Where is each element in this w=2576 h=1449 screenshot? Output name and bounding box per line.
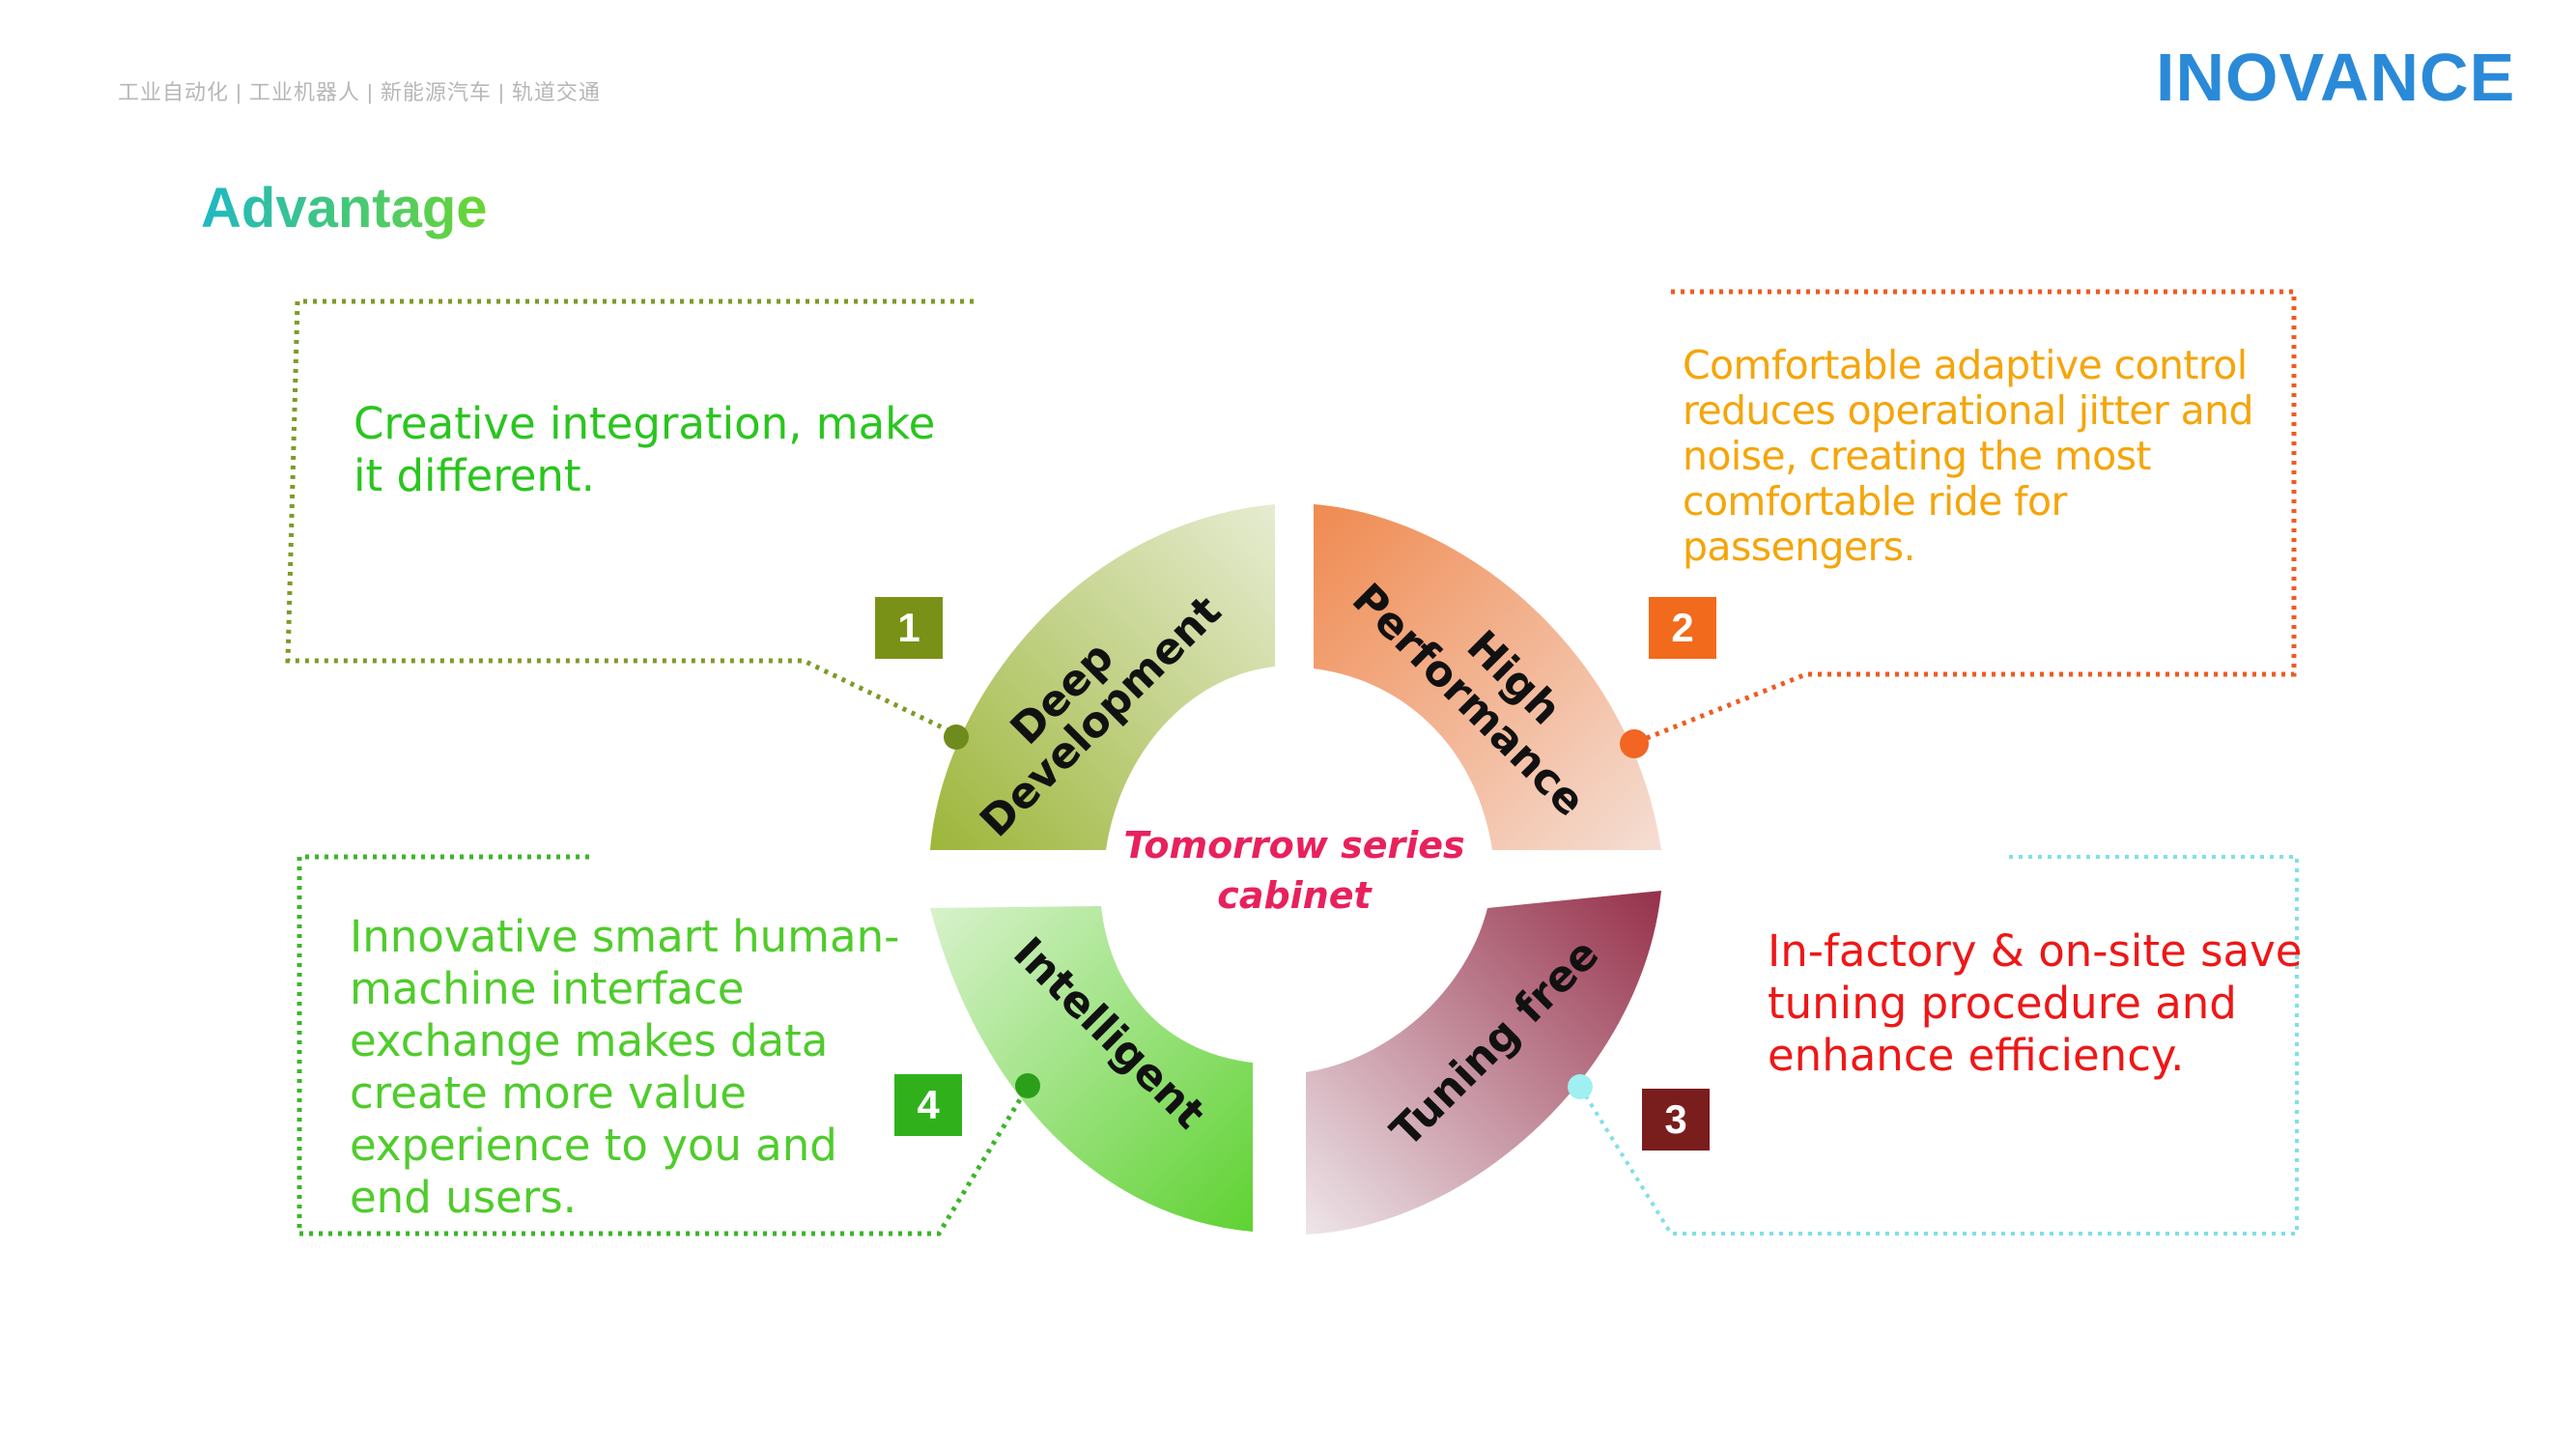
segment-intelligent [930, 906, 1253, 1232]
frame-2-outline [1636, 289, 2297, 745]
description-3: In-factory & on-site save tuning procedu… [1768, 925, 2303, 1081]
segment-tuning-free [1306, 891, 1661, 1235]
segment-high-performance [1314, 504, 1661, 850]
description-1: Creative integration, make it different. [354, 398, 936, 501]
badge-4: 4 [894, 1074, 962, 1136]
segment-deep-development [930, 504, 1275, 850]
connector-dot-2 [1620, 729, 1649, 758]
badge-2: 2 [1649, 597, 1716, 659]
badge-1: 1 [875, 597, 943, 659]
center-line-1: Tomorrow series [1123, 824, 1464, 867]
brand-logo: INOVANCE [2156, 40, 2516, 115]
frame-1-outline [285, 298, 974, 737]
connector-dot-3 [1568, 1074, 1593, 1099]
industry-nav: 工业自动化 | 工业机器人 | 新能源汽车 | 轨道交通 [118, 80, 601, 104]
connector-dot-4 [1015, 1073, 1040, 1098]
badge-3: 3 [1642, 1089, 1710, 1151]
center-line-2: cabinet [1217, 874, 1373, 917]
page-title: Advantage [201, 177, 488, 240]
description-2: Comfortable adaptive control reduces ope… [1683, 342, 2254, 570]
frame-4-outline [297, 854, 1031, 1236]
description-4: Innovative smart human-machine interface… [350, 911, 900, 1223]
connector-dot-1 [944, 724, 969, 750]
